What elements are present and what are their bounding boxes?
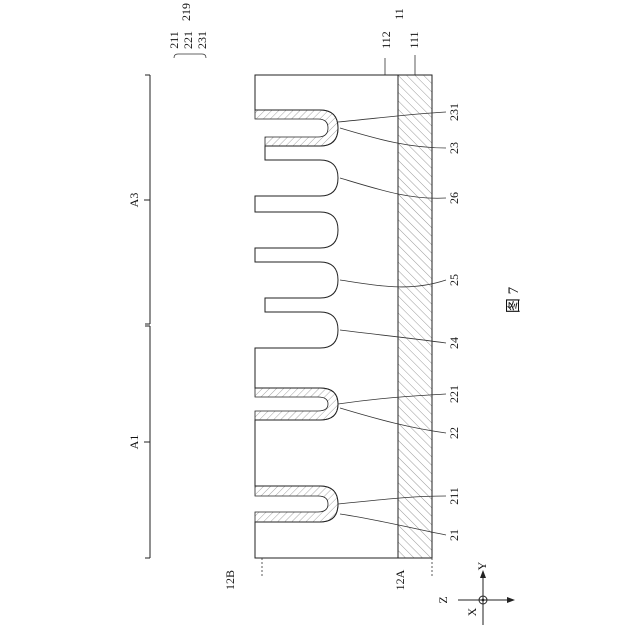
substrate-member-112: 112	[379, 31, 393, 49]
substrate-member-111: 111	[407, 31, 421, 48]
legend-member-3: 231	[195, 31, 209, 49]
region-a3-bracket	[144, 75, 150, 324]
substrate-label: 11	[392, 8, 406, 20]
fin-label-21: 21	[447, 529, 461, 541]
region-a3-label: A3	[127, 193, 141, 208]
legend-member-1: 211	[167, 31, 181, 49]
surface-label-12b: 12B	[223, 570, 237, 590]
region-a1-bracket	[144, 326, 150, 558]
axis-label-y: Y	[475, 561, 489, 570]
fin-label-24: 24	[447, 337, 461, 349]
layer-112	[255, 75, 398, 558]
region-a1-label: A1	[127, 435, 141, 450]
figure-caption: 图 7	[505, 286, 522, 313]
axis-label-x: X	[465, 607, 479, 616]
fin-label-22: 22	[447, 427, 461, 439]
liner-label-211: 211	[447, 487, 461, 505]
liner-221	[255, 388, 338, 420]
liner-label-231: 231	[447, 103, 461, 121]
liner-231	[255, 110, 338, 146]
liner-layers	[255, 110, 338, 522]
surface-label-12a: 12A	[393, 569, 407, 590]
liner-label-221: 221	[447, 385, 461, 403]
fin-label-26: 26	[447, 192, 461, 204]
liner-211	[255, 486, 338, 522]
axis-label-z: Z	[436, 596, 450, 603]
legend-member-2: 221	[181, 31, 195, 49]
fin-label-23: 23	[447, 142, 461, 154]
fin-label-25: 25	[447, 274, 461, 286]
legend-group-label: 219	[179, 3, 193, 21]
